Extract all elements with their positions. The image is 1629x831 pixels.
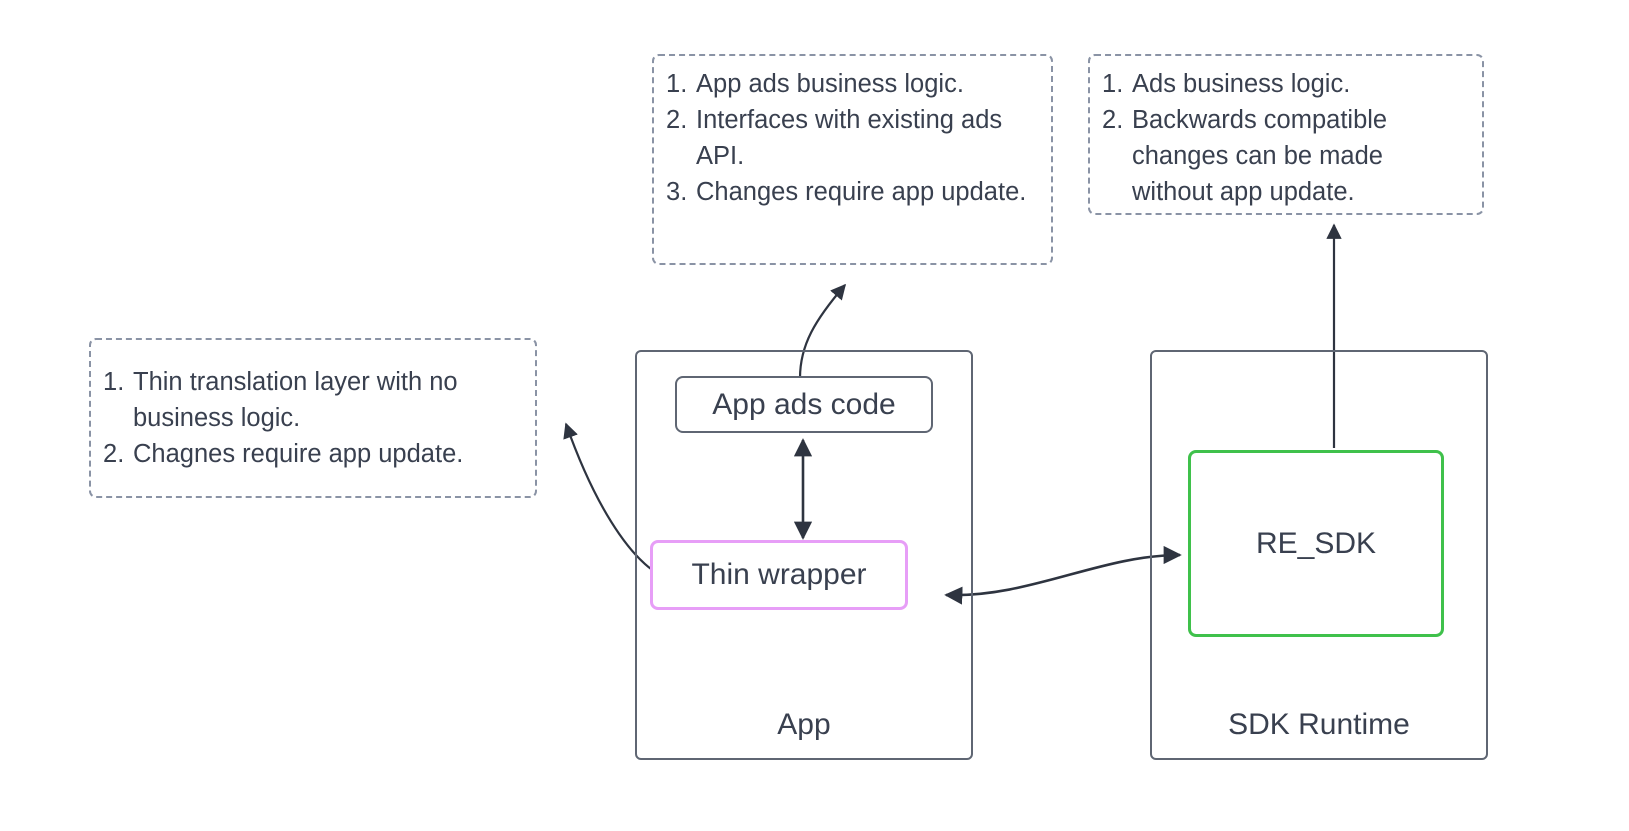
sdk-runtime-container: SDK Runtime (1150, 350, 1488, 760)
thin-wrapper-node-label: Thin wrapper (691, 558, 867, 591)
re-sdk-node[interactable]: RE_SDK (1188, 450, 1444, 637)
app-container-label: App (777, 708, 831, 741)
sdk-runtime-container-label: SDK Runtime (1228, 708, 1410, 741)
thin-wrapper-node[interactable]: Thin wrapper (650, 540, 908, 610)
edge-thin-wrapper-to-re-sdk (944, 545, 1182, 605)
thin-wrapper-note: Thin translation layer with no business … (89, 338, 537, 498)
re-sdk-note: Ads business logic. Backwards compatible… (1088, 54, 1484, 215)
note-item: Interfaces with existing ads API. (666, 102, 1003, 170)
app-ads-code-note: App ads business logic. Interfaces with … (652, 54, 1053, 265)
note-item: Chagnes require app update. (103, 436, 464, 472)
note-item: Ads business logic. (1102, 66, 1351, 102)
re-sdk-node-label: RE_SDK (1255, 526, 1377, 560)
note-item: Changes require app update. (666, 174, 1027, 210)
app-container: App (635, 350, 973, 760)
thin-wrapper-note-list: Thin translation layer with no business … (103, 364, 521, 472)
note-item: App ads business logic. (666, 66, 964, 102)
note-item: Thin translation layer with no business … (103, 364, 458, 432)
app-ads-code-node-label: App ads code (712, 387, 896, 421)
note-item: Backwards compatible changes can be made… (1102, 102, 1388, 206)
re-sdk-note-list: Ads business logic. Backwards compatible… (1102, 66, 1468, 210)
app-ads-code-node[interactable]: App ads code (675, 376, 933, 433)
app-ads-code-note-list: App ads business logic. Interfaces with … (666, 66, 1037, 210)
